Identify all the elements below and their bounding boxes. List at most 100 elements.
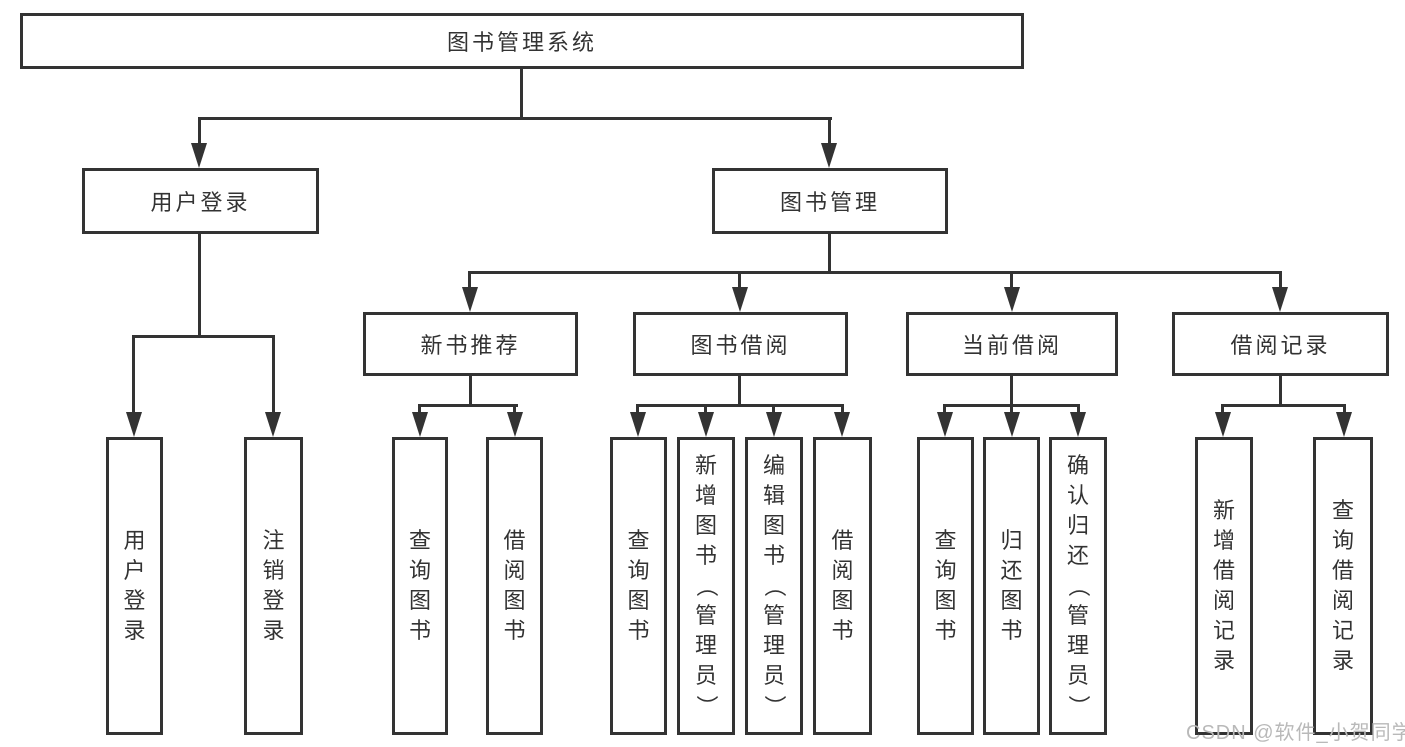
arrowhead: [1004, 287, 1020, 312]
vertical-char: 书: [503, 618, 526, 643]
node-root: 图书管理系统: [20, 13, 1024, 69]
vertical-char: 图: [1000, 588, 1023, 613]
leaf-user-login-label: 用户登录: [109, 526, 160, 646]
vertical-char: 归: [1000, 528, 1023, 553]
vertical-char: 图: [831, 588, 854, 613]
vertical-char: 借: [831, 528, 854, 553]
leaf-add-borrow-record-label: 新增借阅记录: [1198, 496, 1250, 676]
leaf-query-books-recommend-label: 查询图书: [395, 526, 445, 646]
vertical-char: 登: [123, 588, 146, 613]
leaf-query-borrow-record: 查询借阅记录: [1313, 437, 1373, 735]
node-new-book-recommend-label: 新书推荐: [420, 333, 521, 358]
vertical-char: 理: [1066, 633, 1089, 658]
connector-line: [738, 374, 741, 406]
vertical-char: 记: [1212, 618, 1235, 643]
connector-line: [468, 271, 1282, 274]
leaf-return-book-label: 归还图书: [986, 526, 1037, 646]
connector-line: [272, 335, 275, 417]
connector-line: [1221, 404, 1346, 407]
vertical-char: 新: [1212, 498, 1235, 523]
vertical-char: 书: [934, 618, 957, 643]
leaf-return-book: 归还图书: [983, 437, 1040, 735]
vertical-char: 还: [1000, 558, 1023, 583]
vertical-char: 图: [627, 588, 650, 613]
arrowhead: [1004, 412, 1020, 437]
vertical-char: 书: [1000, 618, 1023, 643]
vertical-char: 询: [627, 558, 650, 583]
node-current-borrow-label: 当前借阅: [961, 333, 1062, 358]
connector-line: [1010, 374, 1013, 406]
vertical-char: 认: [1066, 483, 1089, 508]
arrowhead: [732, 287, 748, 312]
vertical-char: 图: [694, 513, 717, 538]
vertical-char: 归: [1066, 513, 1089, 538]
connector-line: [841, 404, 844, 417]
vertical-char: 记: [1331, 618, 1354, 643]
vertical-char: 图: [762, 513, 785, 538]
connector-line: [198, 117, 832, 120]
arrowhead: [1070, 412, 1086, 437]
vertical-char: 阅: [1331, 588, 1354, 613]
vertical-char: ）: [1066, 694, 1091, 717]
node-book-management: 图书管理: [712, 168, 948, 234]
vertical-char: ）: [762, 694, 787, 717]
connector-line: [1221, 404, 1224, 417]
vertical-char: 管: [762, 603, 785, 628]
vertical-char: 书: [627, 618, 650, 643]
connector-line: [772, 404, 775, 417]
vertical-char: 理: [762, 633, 785, 658]
node-borrow-records: 借阅记录: [1172, 312, 1389, 376]
arrowhead: [1272, 287, 1288, 312]
arrowhead: [191, 143, 207, 168]
connector-line: [520, 67, 523, 120]
arrowhead: [698, 412, 714, 437]
vertical-char: 录: [123, 618, 146, 643]
leaf-borrow-books-recommend-label: 借阅图书: [489, 526, 540, 646]
arrowhead: [265, 412, 281, 437]
leaf-query-books-current: 查询图书: [917, 437, 974, 735]
leaf-logout: 注销登录: [244, 437, 303, 735]
arrowhead: [834, 412, 850, 437]
connector-line: [738, 271, 741, 292]
connector-line: [828, 117, 831, 150]
leaf-query-books-recommend: 查询图书: [392, 437, 448, 735]
vertical-char: 员: [762, 663, 785, 688]
connector-line: [704, 404, 707, 417]
connector-line: [1343, 404, 1346, 417]
vertical-char: （: [762, 574, 787, 597]
arrowhead: [412, 412, 428, 437]
leaf-query-books-borrow: 查询图书: [610, 437, 667, 735]
vertical-char: 阅: [1212, 588, 1235, 613]
leaf-add-borrow-record: 新增借阅记录: [1195, 437, 1253, 735]
node-user-login: 用户登录: [82, 168, 319, 234]
vertical-char: 书: [694, 543, 717, 568]
node-book-borrow: 图书借阅: [633, 312, 848, 376]
vertical-char: 书: [762, 543, 785, 568]
vertical-char: 借: [503, 528, 526, 553]
vertical-char: 户: [123, 558, 146, 583]
vertical-char: 录: [262, 618, 285, 643]
connector-line: [418, 404, 518, 407]
node-current-borrow: 当前借阅: [906, 312, 1118, 376]
leaf-borrow-books-recommend: 借阅图书: [486, 437, 543, 735]
vertical-char: 还: [1066, 543, 1089, 568]
leaf-query-books-borrow-label: 查询图书: [613, 526, 664, 646]
arrowhead: [507, 412, 523, 437]
connector-line: [636, 404, 639, 417]
vertical-char: 阅: [503, 558, 526, 583]
vertical-char: 新: [694, 453, 717, 478]
connector-line: [1077, 404, 1080, 417]
vertical-char: 员: [1066, 663, 1089, 688]
connector-line: [1279, 271, 1282, 292]
node-book-management-label: 图书管理: [779, 190, 880, 215]
vertical-char: 登: [262, 588, 285, 613]
vertical-char: ）: [694, 694, 719, 717]
vertical-char: 理: [694, 633, 717, 658]
leaf-edit-book-admin-label: 编辑图书（管理员）: [748, 451, 800, 721]
vertical-char: 书: [831, 618, 854, 643]
node-book-borrow-label: 图书借阅: [690, 333, 791, 358]
connector-line: [943, 404, 946, 417]
leaf-borrow-books-2-label: 借阅图书: [816, 526, 869, 646]
connector-line: [636, 404, 844, 407]
